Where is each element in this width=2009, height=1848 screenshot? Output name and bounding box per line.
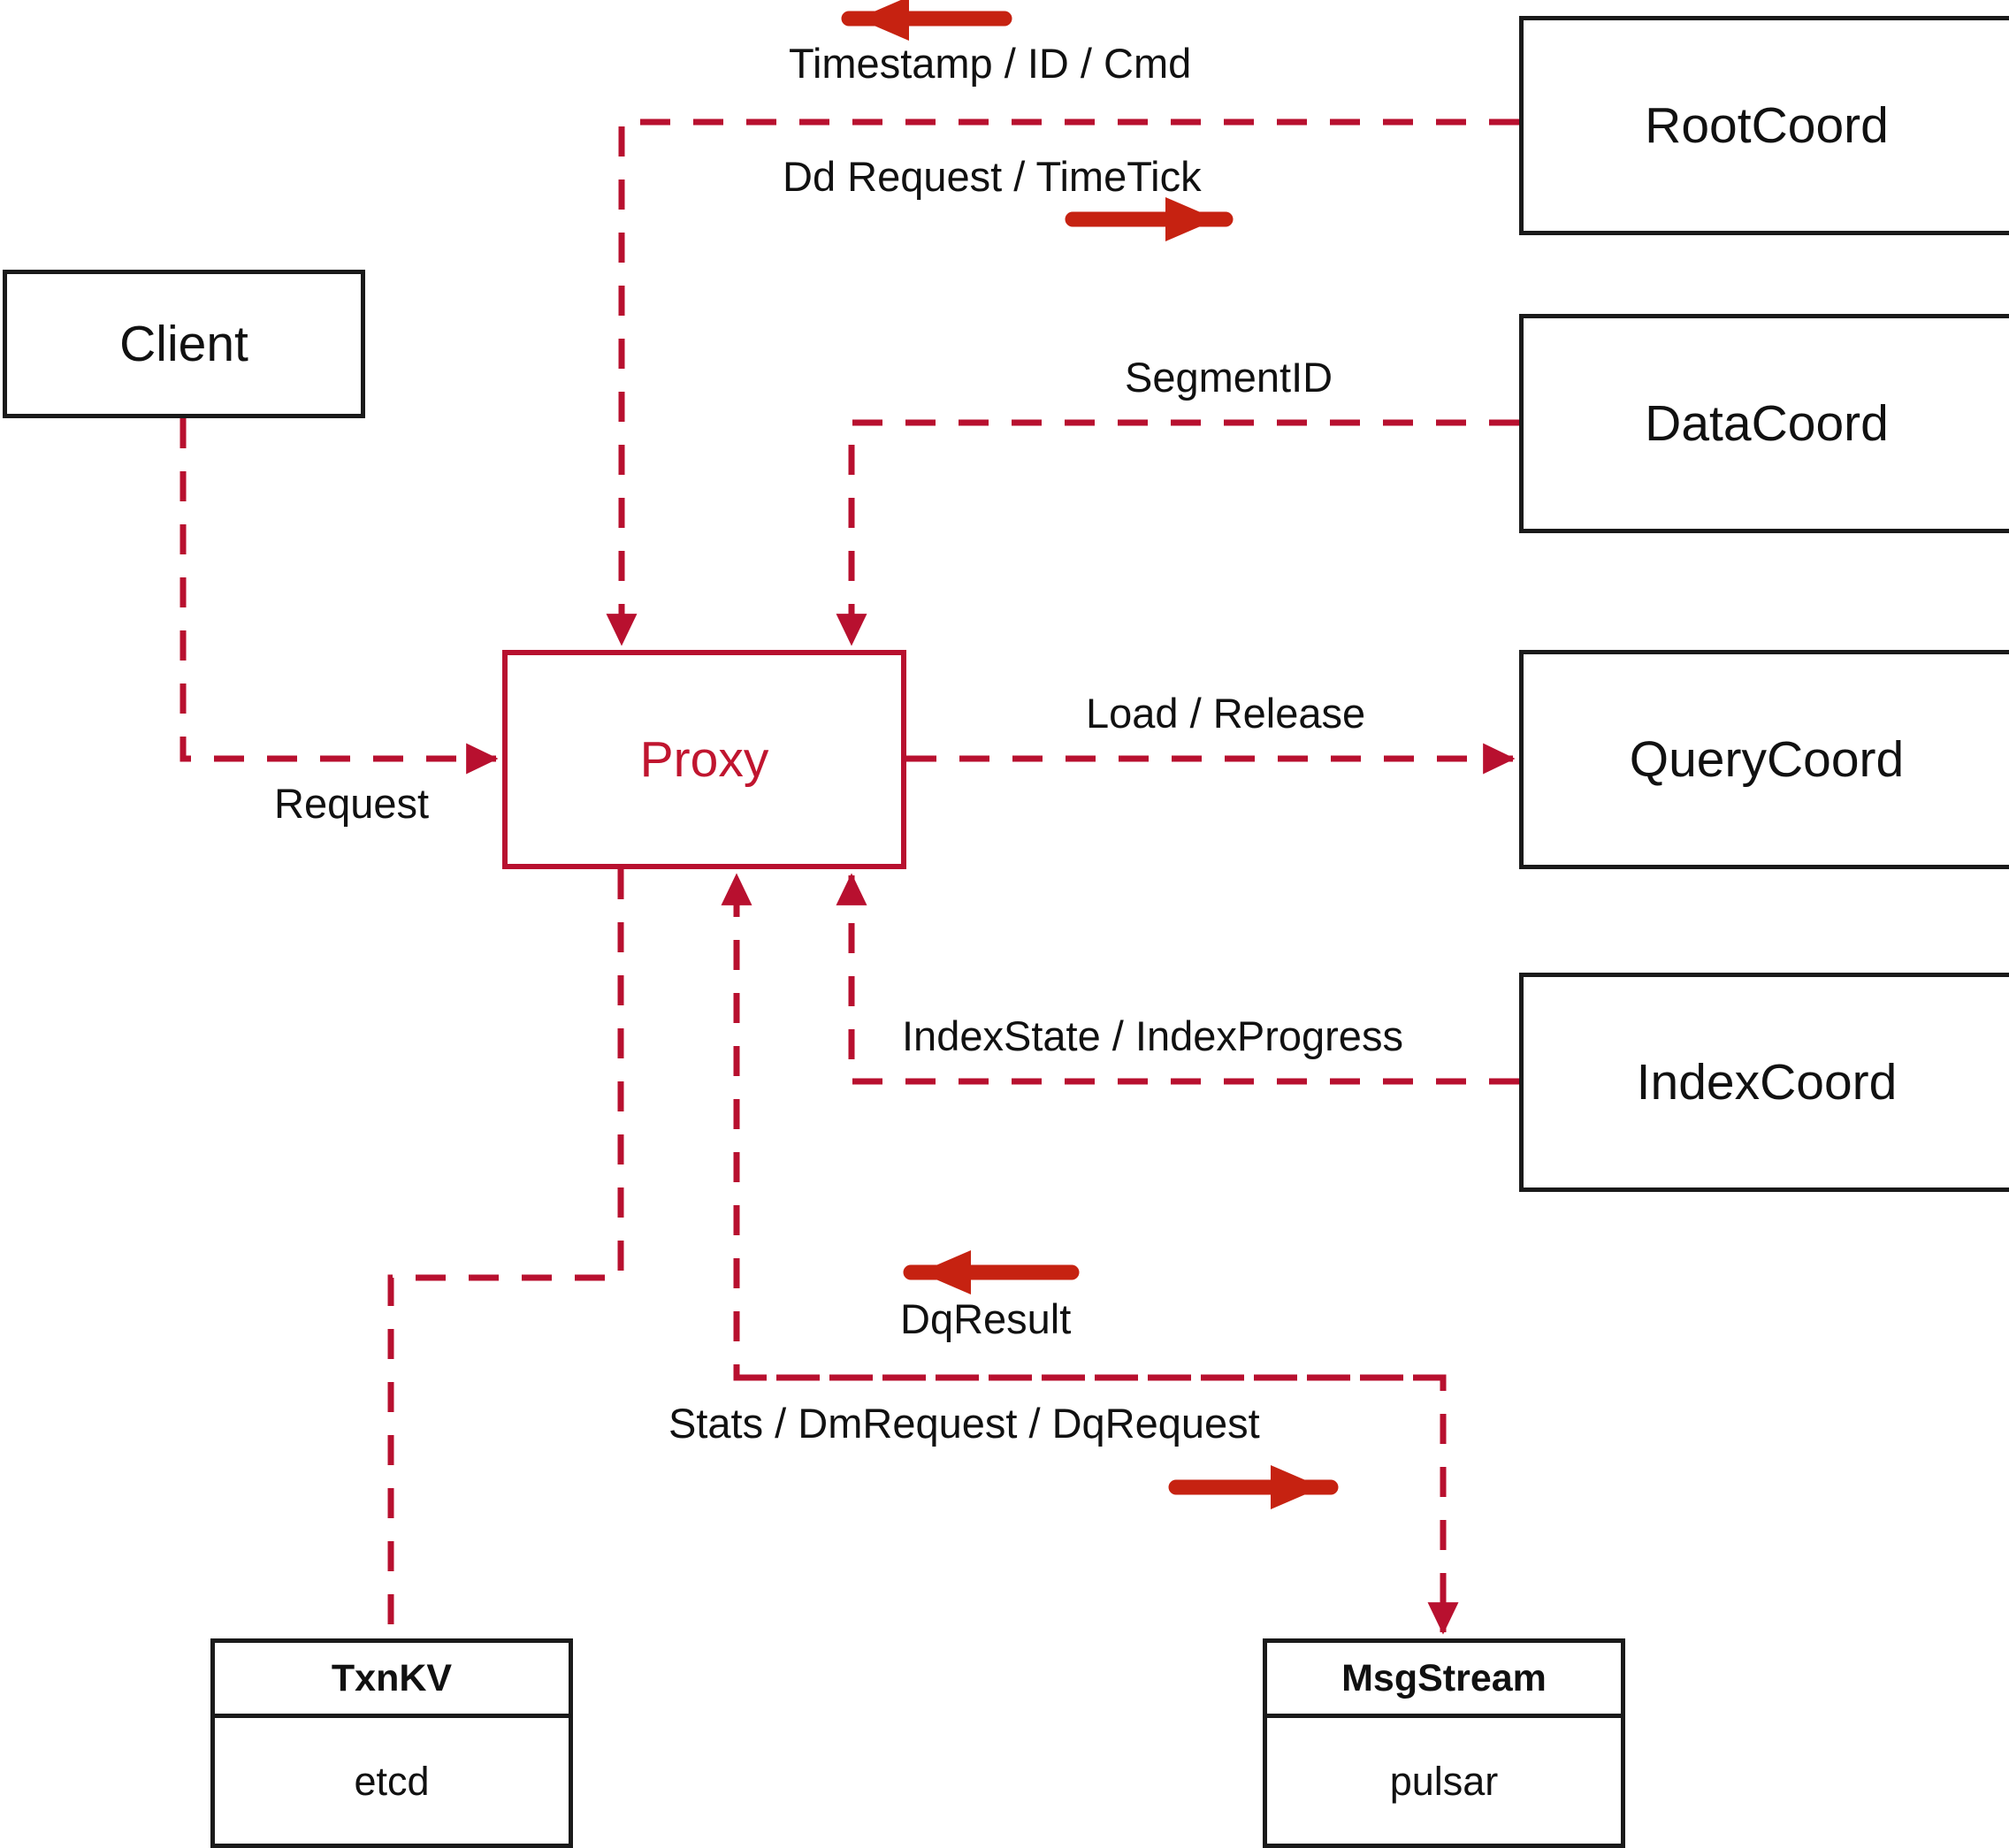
edge-client-request	[180, 418, 499, 775]
node-proxy[interactable]: Proxy	[502, 650, 906, 869]
edge-rootcoord-response	[606, 118, 1519, 646]
node-msgstream[interactable]: MsgStream pulsar	[1263, 1638, 1625, 1848]
node-datacoord[interactable]: DataCoord	[1519, 314, 2009, 533]
direction-arrow-left-dqresult	[903, 1250, 1080, 1294]
edge-label-segment-id: SegmentID	[1125, 354, 1333, 401]
edge-label-load-release: Load / Release	[1086, 690, 1366, 737]
node-indexcoord[interactable]: IndexCoord	[1519, 973, 2009, 1192]
edge-indexcoord-state	[836, 873, 1519, 1085]
node-txnkv-body-label: etcd	[354, 1758, 430, 1804]
node-rootcoord[interactable]: RootCoord	[1519, 16, 2009, 235]
node-msgstream-header: MsgStream	[1267, 1643, 1621, 1718]
edge-msgstream-dqresult	[721, 873, 1443, 1381]
direction-arrow-left-timestamp	[841, 0, 1012, 41]
direction-indicator-arrows	[841, 0, 1339, 1509]
node-proxy-label: Proxy	[639, 730, 769, 788]
node-rootcoord-label: RootCoord	[1645, 96, 1889, 154]
node-client-label: Client	[119, 315, 248, 372]
node-txnkv-body: etcd	[215, 1718, 569, 1844]
node-msgstream-header-label: MsgStream	[1341, 1656, 1547, 1699]
edge-msgstream-request	[737, 1374, 1459, 1635]
direction-arrow-right-ddrequest	[1065, 197, 1234, 241]
node-client[interactable]: Client	[3, 270, 365, 418]
node-txnkv-header: TxnKV	[215, 1643, 569, 1718]
edge-proxy-txnkv	[387, 869, 624, 1638]
node-msgstream-body-label: pulsar	[1389, 1758, 1499, 1804]
direction-arrow-right-stats	[1168, 1465, 1339, 1509]
edge-label-dq-result: DqResult	[900, 1295, 1072, 1342]
node-datacoord-label: DataCoord	[1645, 394, 1889, 452]
edge-label-dd-request-timetick: Dd Request / TimeTick	[783, 153, 1202, 200]
edge-label-timestamp-id-cmd: Timestamp / ID / Cmd	[789, 40, 1192, 87]
node-msgstream-body: pulsar	[1267, 1718, 1621, 1844]
edge-label-request: Request	[274, 780, 430, 827]
node-querycoord[interactable]: QueryCoord	[1519, 650, 2009, 869]
node-txnkv-header-label: TxnKV	[331, 1656, 453, 1699]
node-txnkv[interactable]: TxnKV etcd	[210, 1638, 573, 1848]
node-querycoord-label: QueryCoord	[1629, 730, 1905, 788]
edge-datacoord-segmentid	[836, 419, 1519, 646]
edge-label-index-state-progress: IndexState / IndexProgress	[902, 1012, 1403, 1059]
node-indexcoord-label: IndexCoord	[1636, 1053, 1898, 1111]
edge-label-stats-dm-dq-request: Stats / DmRequest / DqRequest	[668, 1400, 1260, 1447]
